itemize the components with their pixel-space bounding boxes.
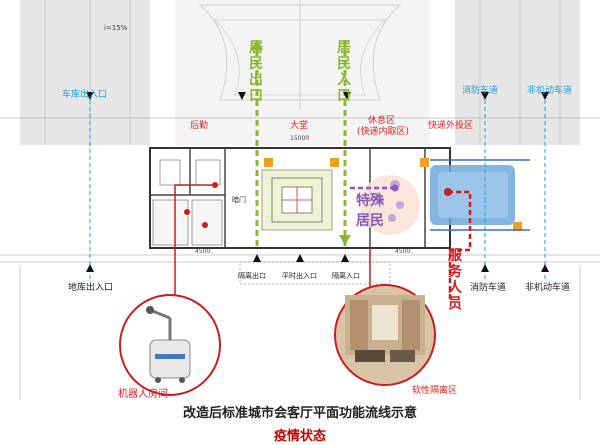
- garage-exit-top-label: 车库出入口: [62, 88, 107, 100]
- svg-text:口: 口: [337, 88, 351, 104]
- service-staff-path: [448, 190, 472, 300]
- dim-right-label: 4500: [395, 248, 410, 255]
- garage-exit-bottom-label: 地库出入口: [68, 281, 113, 293]
- fire-lane-top-label: 消防车道: [462, 84, 498, 96]
- svg-text:特殊: 特殊: [356, 192, 385, 209]
- service-room-left: [152, 199, 189, 246]
- isolation-entry-arrow-icon: [341, 254, 349, 262]
- svg-text:员: 员: [448, 296, 462, 312]
- front-plaza: [175, 0, 430, 145]
- resident-exit-arrow-icon: [251, 40, 263, 50]
- garage-ramp-area: [20, 0, 150, 145]
- service-room-right: [191, 199, 223, 246]
- dim-top-label: 15000: [290, 135, 309, 142]
- svg-text:出: 出: [249, 71, 263, 88]
- normal-entry-arrow-icon: [296, 254, 304, 262]
- svg-text:居: 居: [249, 40, 263, 56]
- normal-entry-label: 平时出入口: [282, 271, 317, 280]
- garage-lane-markings: [44, 0, 561, 145]
- svg-text:口: 口: [249, 88, 263, 104]
- resident-exit-label: 居 民 出 口: [249, 40, 263, 104]
- nonmotor-top-label: 非机动车道: [527, 84, 572, 96]
- svg-text:居民: 居民: [356, 213, 384, 229]
- resident-entry-label: 居 民 入 口: [337, 40, 351, 104]
- svg-text:服: 服: [448, 248, 463, 264]
- lobby-label: 大堂: [290, 119, 308, 131]
- robot-room-label: 机器人房间: [118, 387, 168, 400]
- dim-left-label: 4500: [195, 248, 210, 255]
- soft-isolation-label: 软性隔离区: [412, 384, 457, 396]
- fire-lane-arrow-icon: [481, 264, 489, 272]
- circulation-axes: [89, 100, 546, 280]
- svg-text:民: 民: [337, 56, 351, 72]
- curtain-room-illustration: [345, 295, 425, 362]
- resident-flow-lines: [255, 40, 347, 248]
- courier-inner-label: (快递内取区): [357, 125, 409, 137]
- svg-text:民: 民: [249, 56, 263, 72]
- rest-area-label: 休息区: [368, 114, 395, 126]
- isolation-exit-label: 隔离出口: [238, 271, 266, 280]
- nonmotor-bottom-label: 非机动车道: [525, 281, 570, 293]
- slope-label: i=15%: [104, 24, 128, 32]
- resident-entry-arrow-icon: [339, 235, 351, 245]
- isolation-entry-label: 隔离入口: [332, 271, 360, 280]
- special-residents-label: 特殊 居民: [356, 192, 385, 229]
- svg-text:务: 务: [448, 263, 463, 280]
- diagram-title: 改造后标准城市会客厅平面功能流线示意: [182, 406, 417, 421]
- nonmotor-arrow-icon: [541, 264, 549, 272]
- courier-outer-label: 快递外投区: [428, 119, 473, 131]
- isolation-exit-arrow-icon: [253, 254, 261, 262]
- fire-lane-bottom-label: 消防车道: [470, 281, 506, 293]
- diagram-subtitle: 疫情状态: [273, 429, 326, 444]
- svg-text:入: 入: [337, 72, 351, 88]
- fire-lane-area: [455, 0, 580, 145]
- svg-text:居: 居: [337, 40, 351, 56]
- service-staff-label: 服 务 人 员: [448, 248, 463, 312]
- floor-plan-svg: 车库出入口 消防车道 非机动车道 i=15% 后勤 大堂 休息区 (快递内取区)…: [0, 0, 600, 400]
- dark-door-label: 暗门: [232, 195, 246, 204]
- garage-entry-arrow-icon: [86, 264, 94, 272]
- rear-service-label: 后勤: [190, 119, 208, 131]
- robot-icon: [146, 306, 191, 383]
- svg-text:人: 人: [448, 279, 463, 296]
- rest-area-zone: [360, 175, 420, 235]
- robot-path: [174, 184, 215, 315]
